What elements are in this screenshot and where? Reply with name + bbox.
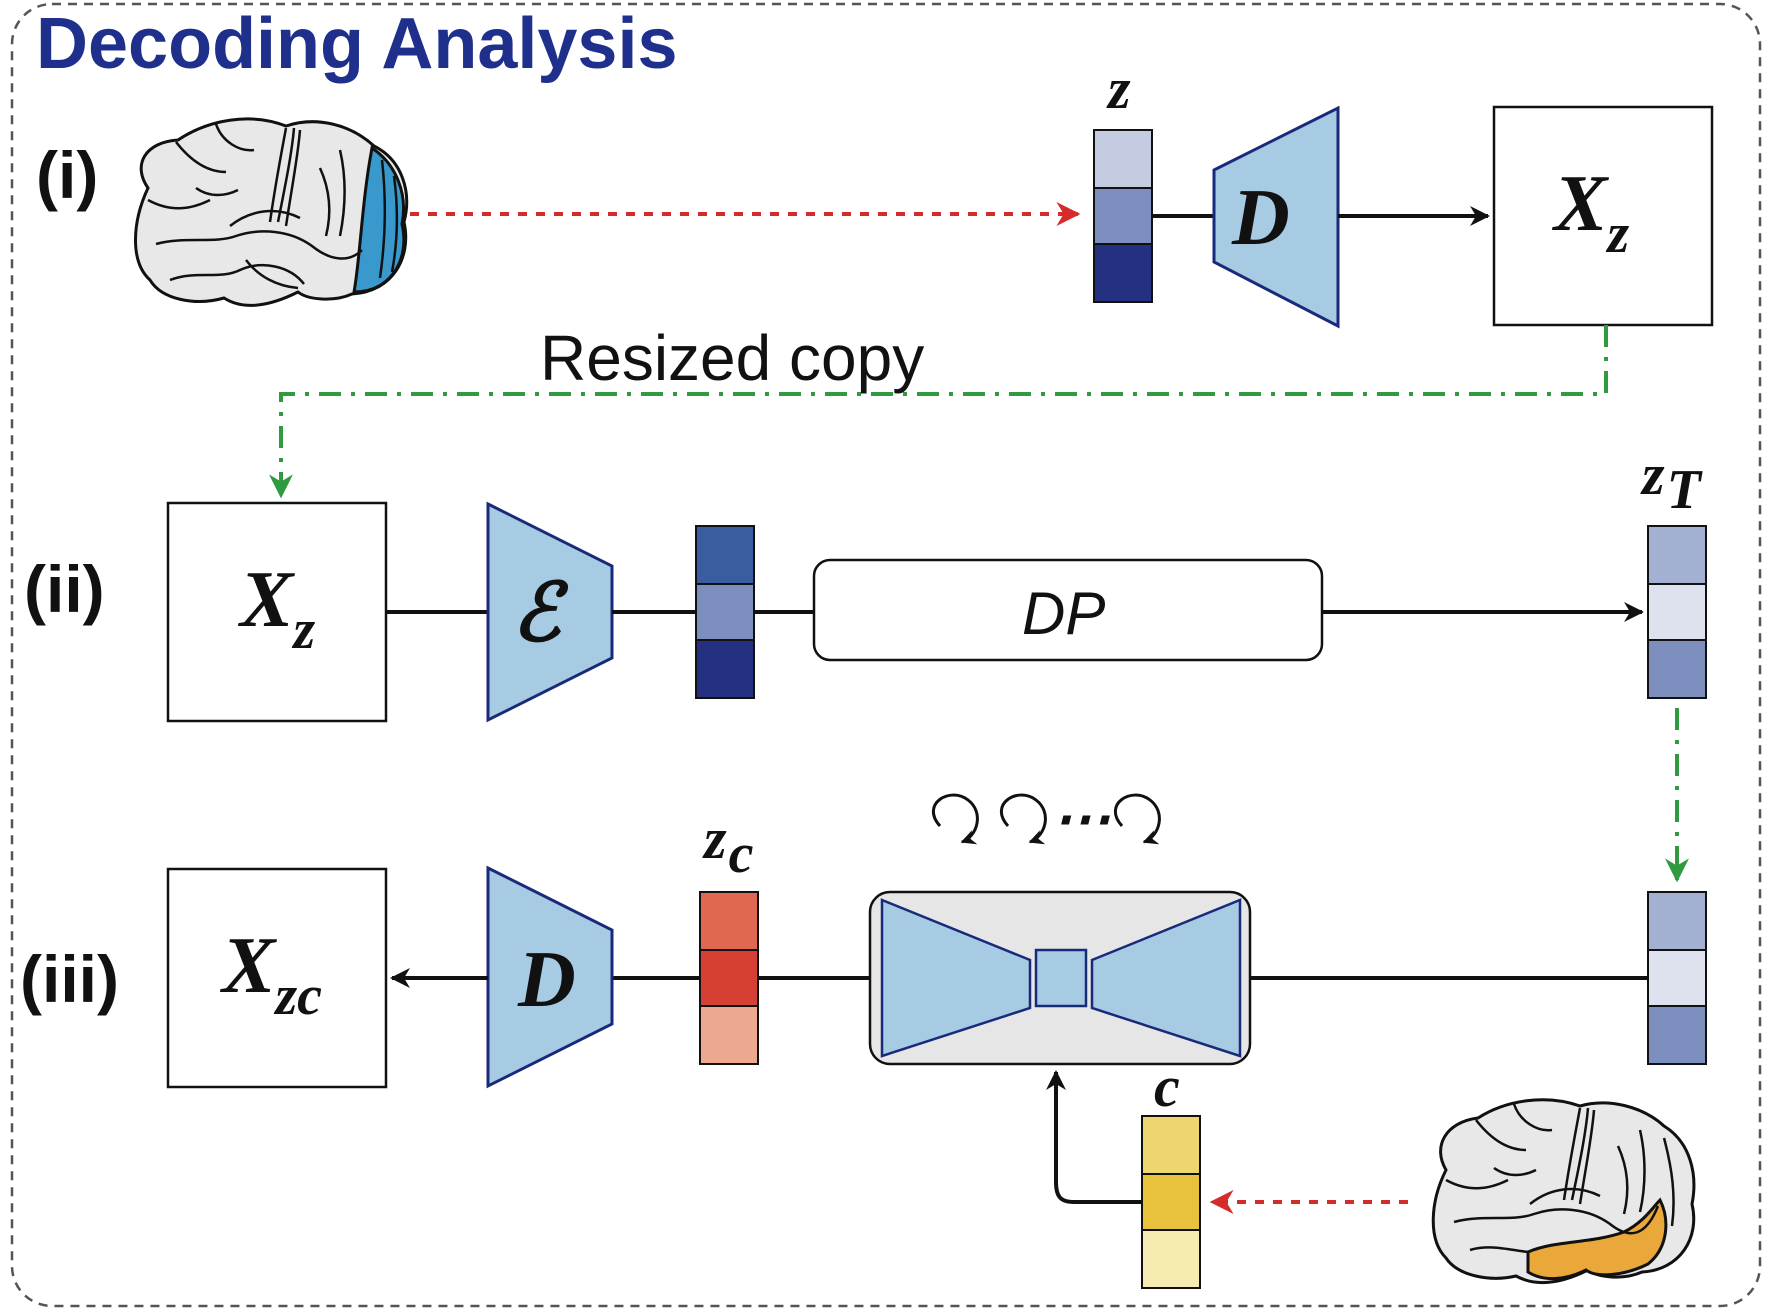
image-label-xz-middle: Xz (237, 556, 315, 661)
noisy-latent-zt (1647, 525, 1707, 699)
noisy-latent-zt-copy (1647, 891, 1707, 1065)
resized-copy-label: Resized copy (540, 322, 924, 394)
unet-denoiser (868, 890, 1252, 1066)
condition-vector-c (1141, 1115, 1201, 1289)
diffusion-process-label: DP (1022, 580, 1105, 647)
row-label-ii: (ii) (24, 552, 105, 626)
image-label-xzc: Xzc (219, 922, 322, 1027)
row-label-i: (i) (36, 138, 98, 212)
decoder-block-1 (1212, 105, 1340, 329)
image-box-xz-middle (166, 501, 388, 723)
row-label-iii: (iii) (20, 942, 119, 1016)
latent-z-label: z (1106, 56, 1131, 121)
panel-frame (10, 2, 1762, 1308)
resized-copy-connector (269, 325, 1608, 499)
encoder-label: ℰ (512, 570, 569, 658)
arrow-c-to-unet (1046, 1070, 1142, 1204)
latent-vector-z (1093, 129, 1153, 303)
panel-title: Decoding Analysis (36, 4, 678, 84)
decoder-block-2 (486, 865, 614, 1089)
brain-icon-ventral (1431, 1098, 1696, 1284)
brain-icon-visual (134, 117, 409, 307)
latent-vector-encoded (695, 525, 755, 699)
image-box-xz-top (1492, 105, 1714, 327)
image-label-xz-top: Xz (1551, 160, 1629, 265)
conditioned-latent-zc-label: zc (702, 806, 754, 885)
decoder-label-2: D (517, 936, 576, 1024)
encoder-block (486, 501, 614, 723)
decoder-label-1: D (1231, 174, 1290, 262)
image-box-xzc (166, 867, 388, 1089)
iteration-ellipsis: ⋯ (1052, 786, 1110, 851)
iteration-loop-icons (932, 793, 1161, 845)
conditioned-latent-zc (699, 891, 759, 1065)
condition-c-label: c (1154, 1054, 1180, 1119)
noisy-latent-zt-label: zT (1640, 442, 1704, 521)
